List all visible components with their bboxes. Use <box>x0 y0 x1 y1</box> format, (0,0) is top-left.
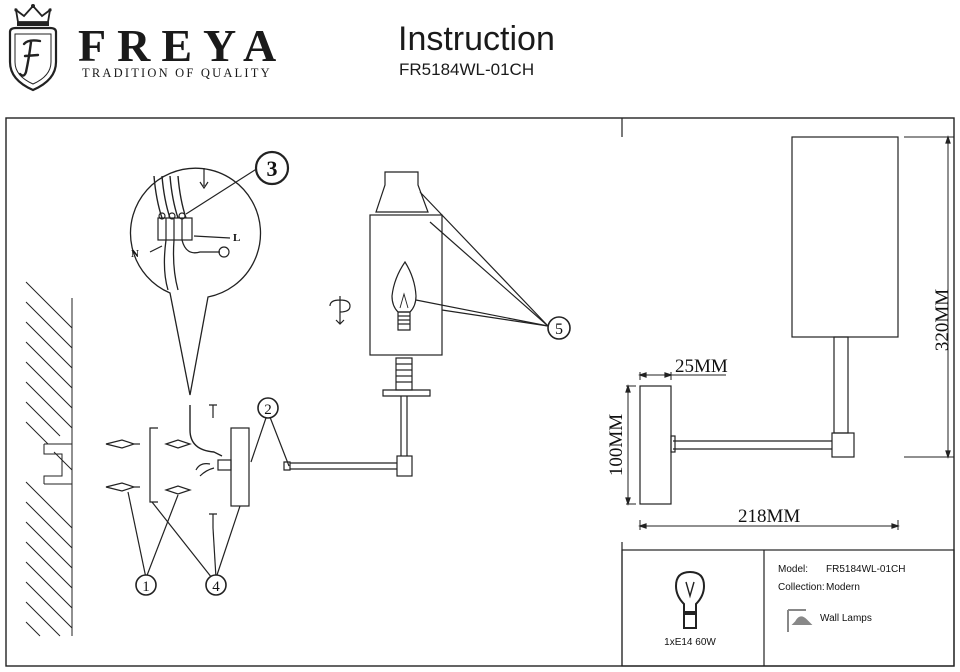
freya-logo-crest <box>8 4 58 92</box>
dim-width: 218MM <box>738 506 800 527</box>
live-label: L <box>233 232 240 244</box>
callout-4: 4 <box>212 579 220 595</box>
mounting-bracket <box>149 427 158 503</box>
document-model-code: FR5184WL-01CH <box>399 60 535 79</box>
bulb-icon <box>674 570 706 629</box>
backplate-front <box>639 385 672 505</box>
brand-name: FREYA <box>78 20 288 71</box>
backplate-side <box>230 427 250 507</box>
wall-hatch <box>25 281 73 637</box>
bottom-screw <box>209 513 217 528</box>
rotate-icon <box>329 296 351 325</box>
terminal-block <box>157 217 193 241</box>
callout-1: 1 <box>142 579 150 595</box>
callout-3: 3 <box>267 156 278 181</box>
spec-collection-label: Collection: <box>778 582 825 593</box>
spec-collection-value: Modern <box>826 582 860 593</box>
spec-category: Wall Lamps <box>820 613 872 624</box>
spec-bulb: 1xE14 60W <box>664 637 716 648</box>
dim-height: 320MM <box>932 289 953 351</box>
drawing-frame <box>5 117 955 667</box>
shade-front <box>791 136 899 338</box>
brand-tagline: TRADITION OF QUALITY <box>82 66 272 80</box>
earth-terminal <box>218 246 230 258</box>
e14-socket <box>395 357 413 391</box>
callout-2: 2 <box>264 402 272 418</box>
wall-anchors <box>105 439 192 495</box>
wiring-detail-balloon <box>129 167 262 396</box>
neutral-label: N <box>131 248 139 260</box>
lamp-arm <box>283 461 291 471</box>
spec-model-value: FR5184WL-01CH <box>826 564 905 575</box>
wall-lamp-icon <box>787 609 813 632</box>
spec-table <box>621 549 955 667</box>
candle-bulb <box>391 260 417 313</box>
callout-markers <box>135 150 571 596</box>
dim-backplate-height: 100MM <box>606 414 627 476</box>
glass-shade <box>369 214 443 356</box>
document-title: Instruction <box>398 20 555 58</box>
shade-cap <box>375 171 429 213</box>
top-screw <box>209 404 217 418</box>
dim-depth: 25MM <box>675 356 728 377</box>
callout-5: 5 <box>555 321 563 338</box>
spec-model-label: Model: <box>778 564 808 575</box>
